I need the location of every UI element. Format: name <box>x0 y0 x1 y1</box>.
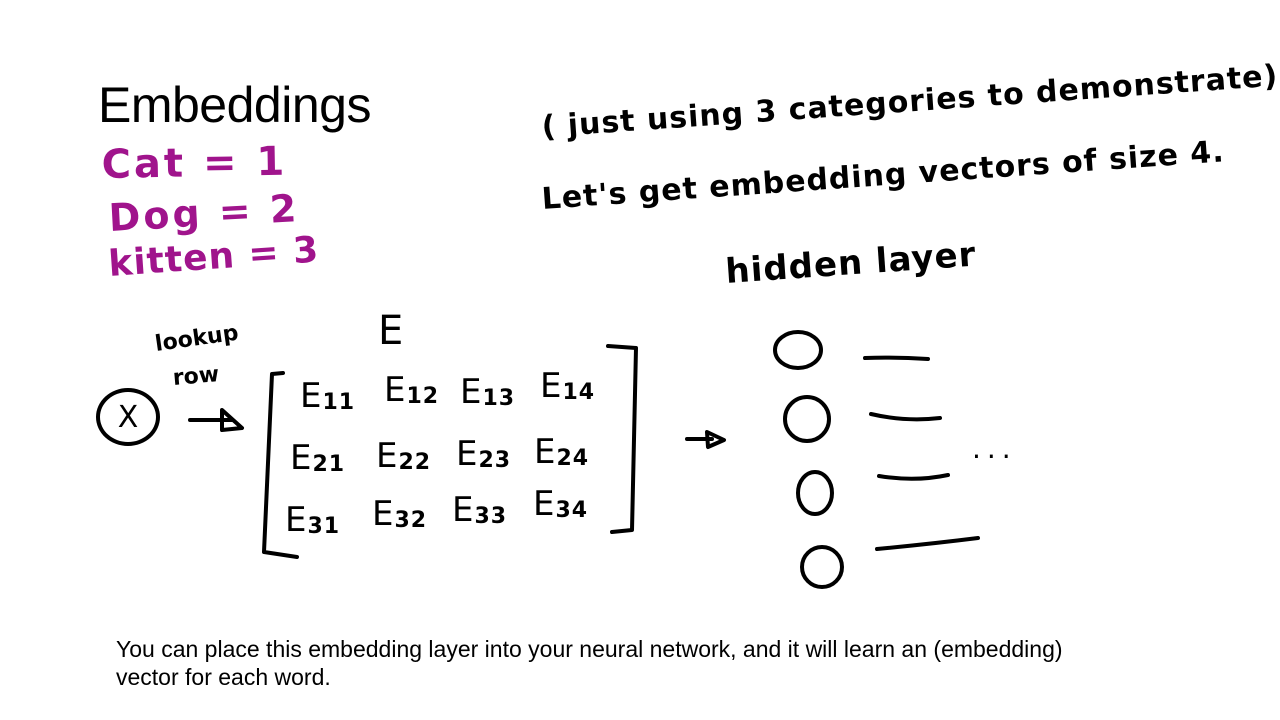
hidden-layer-label: hidden layer <box>724 234 978 292</box>
connection-line-3 <box>877 473 950 481</box>
slide-title: Embeddings <box>98 77 371 133</box>
matrix-cell-e33: E33 <box>452 490 508 530</box>
matrix-cell-e12: E12 <box>384 370 440 410</box>
footer-text: You can place this embedding layer into … <box>116 636 1063 690</box>
connection-line-2 <box>869 412 942 422</box>
input-node: X <box>96 388 160 446</box>
lookup-label: lookup <box>153 320 240 357</box>
matrix-cell-e13: E13 <box>460 372 516 412</box>
matrix-cell-e31: E31 <box>285 500 341 540</box>
hidden-node-3 <box>796 470 834 516</box>
connection-line-4 <box>875 536 980 551</box>
hidden-arrow-head <box>705 430 726 449</box>
lookup-arrow-head <box>220 408 244 432</box>
matrix-cell-e23: E23 <box>456 434 512 474</box>
more-connections-ellipsis: ... <box>972 432 1017 465</box>
hidden-node-4 <box>800 545 844 589</box>
matrix-name: E <box>378 308 404 354</box>
connection-line-1 <box>863 355 930 361</box>
matrix-cell-e32: E32 <box>372 494 428 534</box>
hidden-node-1 <box>773 330 823 370</box>
matrix-cell-e24: E24 <box>534 432 590 472</box>
category-cat: Cat = 1 <box>101 138 288 188</box>
matrix-cell-e21: E21 <box>290 438 346 478</box>
matrix-cell-e14: E14 <box>540 366 596 406</box>
matrix-cell-e34: E34 <box>533 484 589 524</box>
input-symbol: X <box>117 399 139 435</box>
note-vector-size: Let's get embedding vectors of size 4. <box>540 134 1226 217</box>
hidden-node-2 <box>783 395 831 443</box>
matrix-right-bracket <box>606 344 638 534</box>
matrix-cell-e22: E22 <box>376 436 432 476</box>
row-label: row <box>171 362 221 391</box>
matrix-cell-e11: E11 <box>300 376 356 416</box>
note-categories: ( just using 3 categories to demonstrate… <box>540 58 1280 146</box>
